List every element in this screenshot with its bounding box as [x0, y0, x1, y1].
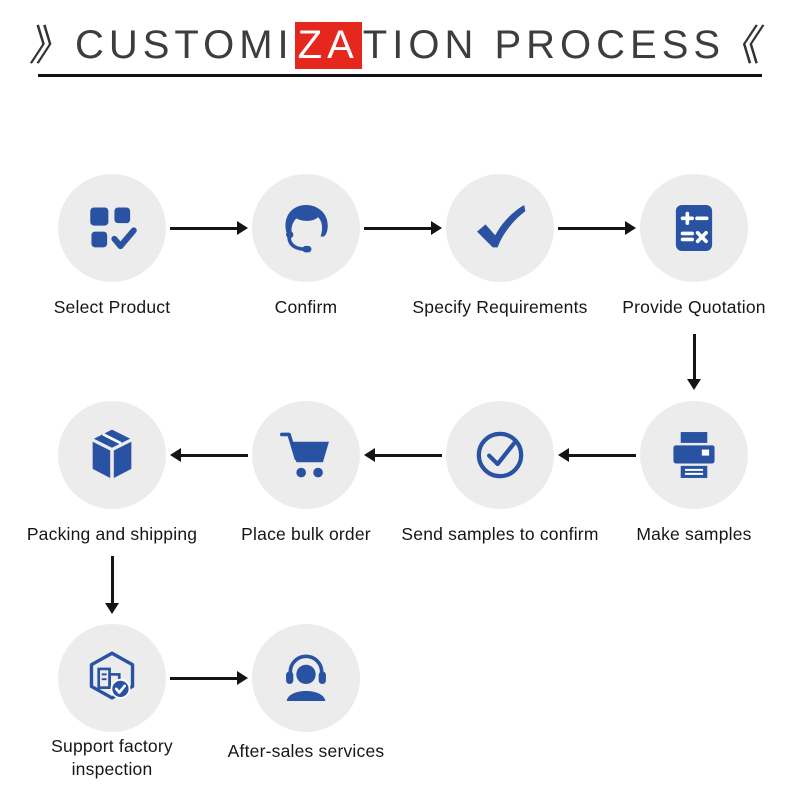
step-label: Place bulk order [241, 524, 371, 544]
step-label: Select Product [53, 297, 171, 317]
product-grid-icon [90, 207, 137, 250]
step-specify-requirements [446, 174, 554, 282]
arrow-left-icon [558, 447, 636, 463]
arrow-right-icon [170, 670, 248, 686]
customer-service-icon [285, 205, 328, 253]
arrow-left-icon [170, 447, 248, 463]
calculator-icon [675, 205, 713, 251]
step-place-bulk-order [252, 401, 360, 509]
title-divider [38, 74, 762, 77]
step-label: Packing and shipping [26, 524, 198, 544]
step-label: Support factory inspection [51, 736, 173, 779]
step-confirm [252, 174, 360, 282]
step-label: Specify Requirements [412, 297, 588, 317]
step-make-samples [640, 401, 748, 509]
title-part1: CUSTOMI [74, 23, 294, 67]
headset-support-icon [286, 654, 326, 701]
step-select-product [58, 174, 166, 282]
step-factory-inspection [58, 624, 166, 732]
arrow-right-icon [170, 220, 248, 236]
cart-icon [280, 432, 329, 478]
step-send-samples [446, 401, 554, 509]
step-after-sales [252, 624, 360, 732]
arrow-left-icon [364, 447, 442, 463]
checkmark-icon [477, 205, 526, 248]
right-chevron-decoration: 《 [716, 22, 772, 69]
title-highlight: ZA [294, 22, 362, 69]
step-label: Make samples [636, 524, 752, 544]
package-box-icon [92, 429, 132, 478]
circle-check-icon [476, 431, 524, 479]
step-label: Confirm [274, 297, 338, 317]
step-packing-shipping [58, 401, 166, 509]
printer-icon [673, 432, 715, 478]
step-provide-quotation [640, 174, 748, 282]
step-label: Send samples to confirm [401, 524, 599, 544]
factory-inspection-icon [89, 651, 135, 700]
arrow-right-icon [558, 220, 636, 236]
step-label: After-sales services [227, 741, 385, 761]
step-label: Provide Quotation [622, 297, 766, 317]
arrow-down-icon [104, 556, 120, 614]
arrow-right-icon [364, 220, 442, 236]
title-part2: TION PROCESS [362, 23, 726, 67]
arrow-down-icon [686, 334, 702, 390]
